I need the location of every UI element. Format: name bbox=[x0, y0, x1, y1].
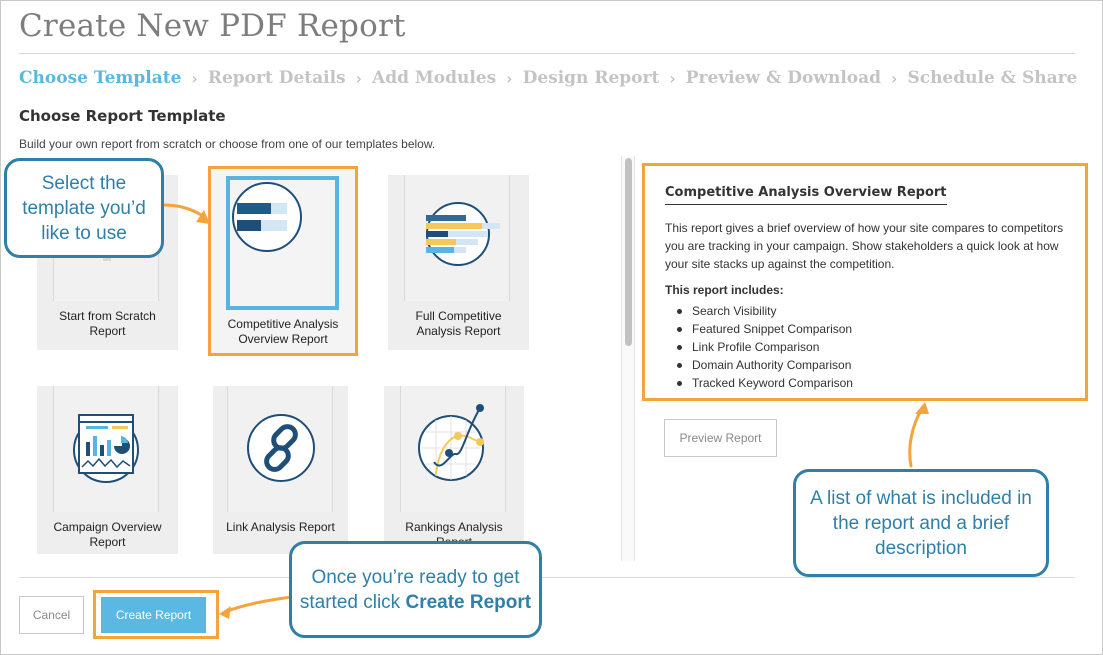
template-card-label: Start from Scratch Report bbox=[59, 309, 156, 338]
section-subtitle: Build your own report from scratch or ch… bbox=[19, 137, 436, 151]
preview-report-button[interactable]: Preview Report bbox=[664, 419, 777, 457]
step-schedule-share[interactable]: Schedule & Share bbox=[907, 68, 1078, 88]
create-report-highlight bbox=[93, 590, 219, 639]
template-list-scrollbar[interactable] bbox=[621, 156, 635, 561]
step-separator-icon: › bbox=[355, 68, 363, 88]
template-details-panel: Competitive Analysis Overview Report Thi… bbox=[642, 163, 1088, 401]
step-report-details[interactable]: Report Details bbox=[207, 68, 346, 88]
template-card-link-analysis[interactable]: Link Analysis Report bbox=[213, 386, 348, 554]
template-card-label: Campaign Overview Report bbox=[53, 520, 162, 549]
chain-link-circle-icon bbox=[247, 414, 315, 482]
template-details-title: Competitive Analysis Overview Report bbox=[665, 185, 947, 205]
dashboard-circle-icon bbox=[73, 414, 139, 483]
template-card-label: Link Analysis Report bbox=[226, 520, 335, 534]
create-report-button[interactable]: Create Report bbox=[101, 597, 206, 633]
cancel-button[interactable]: Cancel bbox=[19, 596, 84, 634]
arrow-to-create bbox=[223, 595, 293, 614]
step-preview-download[interactable]: Preview & Download bbox=[685, 68, 882, 88]
template-selected-highlight bbox=[226, 176, 339, 310]
template-includes-list: Search Visibility Featured Snippet Compa… bbox=[665, 302, 1065, 392]
step-separator-icon: › bbox=[891, 68, 898, 88]
template-card-label: Full Competitive Analysis Report bbox=[415, 309, 502, 338]
bar-chart-circle-icon bbox=[232, 182, 302, 252]
list-item: Tracked Keyword Comparison bbox=[677, 374, 1065, 392]
step-separator-icon: › bbox=[191, 68, 198, 88]
template-includes-label: This report includes: bbox=[665, 283, 784, 297]
callout-create-report: Once you’re ready to get started click C… bbox=[289, 541, 542, 638]
step-design-report[interactable]: Design Report bbox=[522, 68, 660, 88]
list-item: Search Visibility bbox=[677, 302, 1065, 320]
list-item: Domain Authority Comparison bbox=[677, 356, 1065, 374]
step-choose-template[interactable]: Choose Template bbox=[19, 68, 182, 88]
template-card-label: Competitive Analysis Overview Report bbox=[227, 317, 339, 346]
multi-bar-chart-circle-icon bbox=[426, 202, 500, 266]
title-divider bbox=[19, 53, 1075, 54]
page-title: Create New PDF Report bbox=[19, 8, 406, 44]
template-selected-callout-box bbox=[208, 166, 358, 356]
arrow-to-template bbox=[161, 203, 205, 218]
template-details-description: This report gives a brief overview of ho… bbox=[665, 221, 1064, 271]
template-card-campaign-overview[interactable]: Campaign Overview Report bbox=[37, 386, 178, 554]
template-card-full-competitive-analysis[interactable]: Full Competitive Analysis Report bbox=[388, 175, 529, 350]
callout-select-template: Select the template you’d like to use bbox=[4, 158, 164, 258]
arrow-to-details bbox=[908, 408, 923, 468]
template-card-rankings-analysis[interactable]: Rankings Analysis Report bbox=[384, 386, 524, 554]
list-item: Featured Snippet Comparison bbox=[677, 320, 1065, 338]
list-item: Link Profile Comparison bbox=[677, 338, 1065, 356]
trend-line-circle-icon bbox=[418, 404, 484, 481]
footer-divider bbox=[19, 577, 1075, 578]
step-add-modules[interactable]: Add Modules bbox=[372, 68, 497, 88]
step-separator-icon: › bbox=[669, 68, 676, 88]
wizard-steps: Choose Template › Report Details › Add M… bbox=[19, 68, 1077, 88]
section-title: Choose Report Template bbox=[19, 107, 226, 125]
callout-details: A list of what is included in the report… bbox=[793, 469, 1049, 577]
scrollbar-thumb[interactable] bbox=[625, 158, 632, 346]
step-separator-icon: › bbox=[506, 68, 513, 88]
